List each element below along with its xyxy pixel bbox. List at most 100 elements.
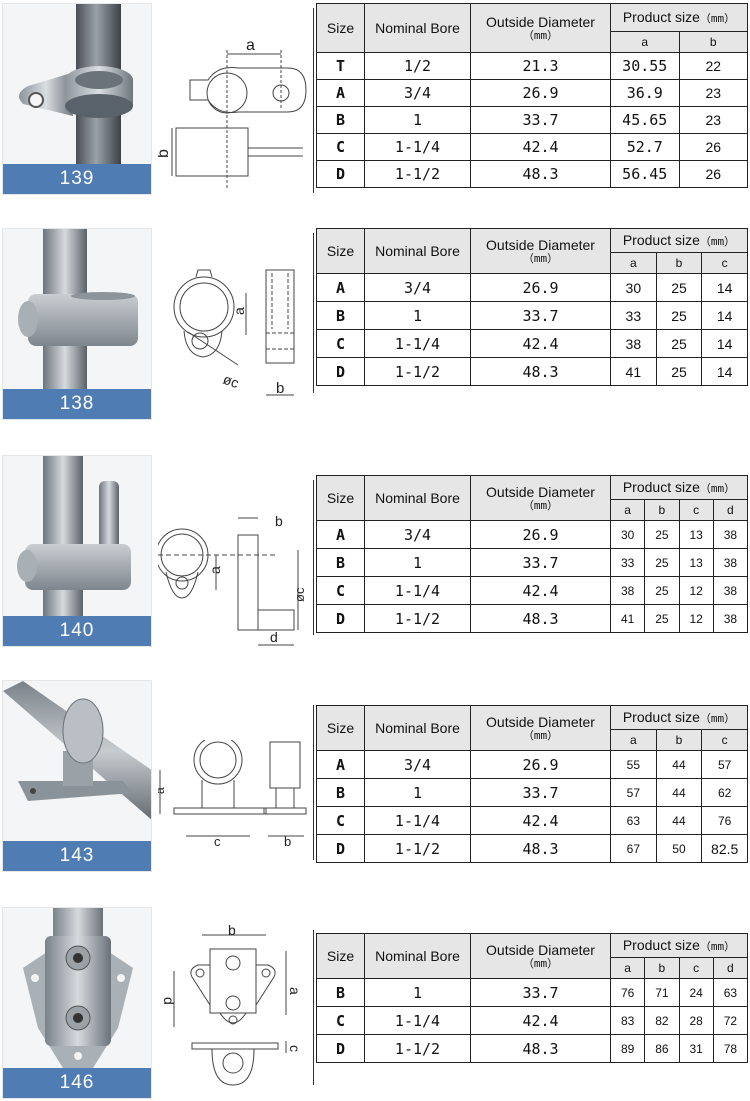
header-product-size: Product size（mm） [610,228,748,253]
header-outside-diameter: Outside Diameter（mm） [470,3,611,53]
product-section-138: 138 a b øc Size Nominal Bore Outside Dia… [0,225,750,425]
dimension-c-label: c [287,1045,303,1052]
header-dim-b: b [678,31,748,53]
header-dim-b: b [644,957,680,979]
dimension-c-label: c [214,834,221,849]
dimension-d-label: d [270,629,278,645]
header-nominal-bore: Nominal Bore [364,705,471,751]
dimension-drawing: b a c d [161,922,303,1086]
product-photo-138: 138 [2,228,152,420]
product-code-label: 140 [3,616,151,646]
dimension-b-label: b [276,380,284,397]
dimension-c-label: øc [292,587,307,602]
divider [313,480,314,635]
header-size: Size [316,705,365,751]
spec-table-138: Size Nominal Bore Outside Diameter（mm） P… [316,228,748,386]
header-product-size: Product size（mm） [610,3,748,32]
dimension-b-label: b [158,149,172,158]
product-section-139: 139 a b Size Nominal Bore Outside Diamet… [0,0,750,200]
header-dim-a: a [609,499,646,521]
header-dim-a: a [610,729,657,751]
header-dim-a: a [610,31,680,53]
product-photo-139: 139 [2,3,152,195]
dimension-drawing: a b øc [173,269,295,397]
product-photo-146: 146 [2,907,152,1099]
header-outside-diameter: Outside Diameter（mm） [470,228,611,274]
product-code-label: 139 [3,164,151,194]
product-code-label: 138 [3,389,151,419]
divider [313,930,314,1085]
header-size: Size [316,933,365,979]
header-dim-c: c [678,499,714,521]
header-dim-b: b [655,252,703,274]
dimension-drawing: a b [155,37,307,190]
divider [313,8,314,193]
technical-drawing-146: b a c d [158,922,308,1095]
spec-table-140: Size Nominal Bore Outside Diameter（mm） P… [316,475,749,633]
header-nominal-bore: Nominal Bore [364,228,471,274]
divider [313,233,314,393]
header-dim-c: c [701,252,748,274]
wall-flange-image [23,908,133,1068]
header-nominal-bore: Nominal Bore [364,475,471,521]
header-product-size: Product size（mm） [610,933,748,958]
dimension-c-label: øc [221,371,241,391]
header-size: Size [316,228,365,274]
dimension-b-label: b [275,513,283,529]
header-dim-b: b [644,499,680,521]
product-section-143: 143 a b c Size Nominal Bore Outside Diam… [0,680,750,880]
technical-drawing-138: a b øc [158,255,308,415]
product-photo-143: 143 [2,680,152,872]
header-size: Size [316,3,365,53]
header-dim-d: d [712,957,749,979]
header-dim-c: c [701,729,748,751]
handrail-bracket-image [3,681,151,820]
pipe-with-swivel-eye-clamp-image [19,4,133,166]
dimension-a-label: a [158,787,167,794]
header-outside-diameter: Outside Diameter（mm） [470,475,611,521]
dimension-a-label: a [246,37,255,54]
header-dim-b: b [655,729,703,751]
header-nominal-bore: Nominal Bore [364,933,471,979]
header-product-size: Product size（mm） [610,475,748,500]
dimension-a-label: a [207,566,223,574]
dimension-a-label: a [287,987,303,995]
product-code-label: 143 [3,841,151,871]
product-photo-140: 140 [2,455,152,647]
dimension-b-label: b [228,925,236,938]
spec-table-146: Size Nominal Bore Outside Diameter（mm） P… [316,933,749,1063]
technical-drawing-143: a b c [153,735,308,860]
header-nominal-bore: Nominal Bore [364,3,471,53]
header-dim-a: a [610,252,657,274]
dimension-a-label: a [231,307,247,315]
spec-table-139: Size Nominal Bore Outside Diameter（mm） P… [316,3,748,188]
technical-drawing-140: a b øc d [155,510,308,650]
dimension-d-label: d [161,997,177,1005]
header-size: Size [316,475,365,521]
header-outside-diameter: Outside Diameter（mm） [470,705,611,751]
product-code-label: 146 [3,1068,151,1098]
spec-table-143: Size Nominal Bore Outside Diameter（mm） P… [316,705,748,863]
technical-drawing-139: a b [155,30,308,190]
dimension-drawing: a b øc d [155,513,307,646]
pipe-with-eye-clamp-image [18,229,138,391]
dimension-b-label: b [284,834,291,849]
